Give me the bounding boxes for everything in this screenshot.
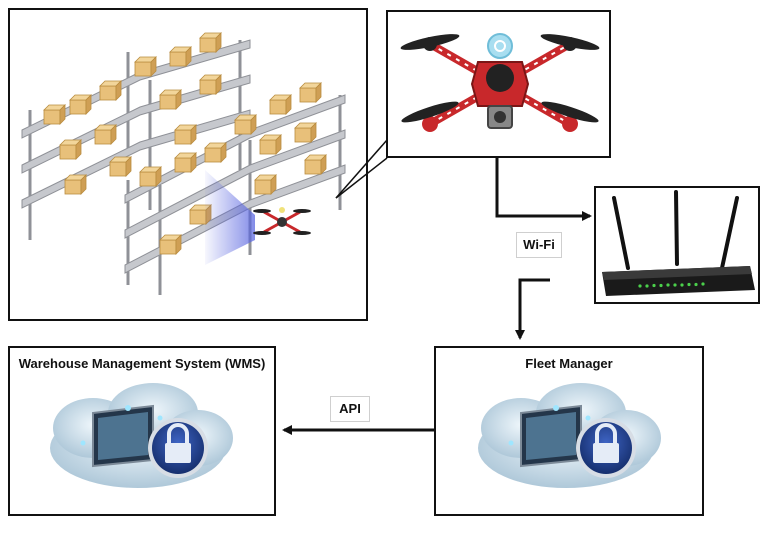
secure-cloud-icon (48, 381, 235, 490)
fleet-manager-title: Fleet Manager (525, 356, 613, 371)
warehouse-shelves-illustration (21, 32, 346, 295)
wms-title: Warehouse Management System (WMS) (18, 356, 266, 371)
small-drone-icon (253, 207, 311, 235)
wifi-label: Wi-Fi (516, 232, 562, 258)
secure-cloud-icon (476, 381, 663, 490)
quadcopter-drone-icon (400, 33, 600, 132)
scan-beam (205, 170, 255, 265)
api-label: API (330, 396, 370, 422)
arrow-router-to-fleet (515, 278, 550, 340)
wifi-router-icon (602, 190, 755, 296)
arrow-drone-to-router (495, 158, 592, 221)
zoom-line-bottom (335, 157, 388, 199)
zoom-line-top (335, 139, 388, 199)
